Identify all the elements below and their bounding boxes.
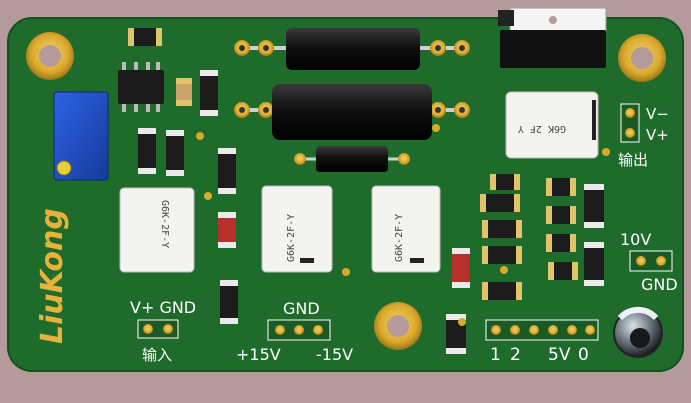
relay-label: G6K-2F-Y: [286, 214, 297, 262]
smd-resistor: [546, 234, 576, 252]
smd-resistor: [128, 28, 162, 46]
relay-label: G6K-2F-Y: [394, 214, 405, 262]
pcb-board: [7, 17, 684, 372]
smd-resistor: [218, 148, 236, 194]
electrolytic-capacitor: [613, 306, 663, 358]
smd-resistor: [584, 184, 604, 228]
header-0-label: 0: [578, 345, 589, 365]
smd-resistor: [138, 128, 156, 174]
header-pin-1-label: 1: [490, 345, 501, 365]
power-plus15-label: +15V: [236, 345, 281, 364]
mounting-hole: [374, 302, 422, 350]
smd-resistor: [452, 248, 470, 288]
via: [458, 318, 466, 326]
output-minus-label: V−: [646, 105, 669, 123]
power-minus15-label: -15V: [316, 345, 353, 364]
smd-resistor: [480, 194, 520, 212]
smd-resistor: [546, 178, 576, 196]
signal-header[interactable]: [485, 319, 599, 341]
signal-relay: G6K-2F-Y: [261, 185, 333, 273]
axial-resistor: [294, 146, 410, 172]
input-sub-label: 输入: [142, 346, 172, 364]
power-resistor: [234, 28, 470, 70]
output-title-label: 输出: [618, 151, 648, 169]
via: [204, 192, 212, 200]
smd-resistor: [176, 78, 192, 106]
header-pin-2-label: 2: [510, 345, 521, 365]
signal-relay: G6K-2F-Y: [371, 185, 441, 273]
smd-resistor: [482, 220, 522, 238]
signal-relay: G6K-2F-Y: [119, 187, 195, 273]
via: [432, 124, 440, 132]
via: [342, 268, 350, 276]
power-gnd-label: GND: [283, 299, 320, 318]
smd-resistor: [482, 246, 522, 264]
via: [196, 132, 204, 140]
smd-components: [128, 28, 610, 354]
supply-gnd-label: GND: [641, 275, 678, 294]
via: [602, 148, 610, 156]
supply-10v-label: 10V: [620, 230, 651, 249]
via: [500, 266, 508, 274]
power-header[interactable]: [267, 319, 331, 341]
smd-resistor: [490, 174, 520, 190]
input-header-label: V+ GND: [130, 298, 196, 317]
smd-resistor: [548, 262, 578, 280]
output-plus-label: V+: [646, 126, 669, 144]
relay-label: G6K 2F Y: [518, 123, 566, 134]
input-header[interactable]: [137, 319, 179, 339]
brand-logo: LiuKong: [35, 208, 70, 344]
output-relay: G6K 2F Y: [505, 91, 599, 159]
relay-label: G6K-2F-Y: [159, 200, 170, 248]
smd-resistor: [220, 280, 238, 324]
smd-resistor: [166, 130, 184, 176]
output-header[interactable]: [620, 103, 640, 143]
power-resistor: [234, 84, 470, 140]
smd-resistor: [200, 70, 218, 116]
mounting-hole: [26, 32, 74, 80]
smd-resistor: [584, 242, 604, 286]
mounting-hole: [618, 34, 666, 82]
header-5v-label: 5V: [548, 345, 571, 365]
smd-resistor: [482, 282, 522, 300]
trim-potentiometer[interactable]: [53, 91, 109, 181]
voltage-regulator: [498, 7, 607, 68]
smd-resistor: [218, 212, 236, 248]
supply-header[interactable]: [629, 250, 673, 272]
smd-resistor: [546, 206, 576, 224]
ic-chip: [118, 62, 164, 112]
